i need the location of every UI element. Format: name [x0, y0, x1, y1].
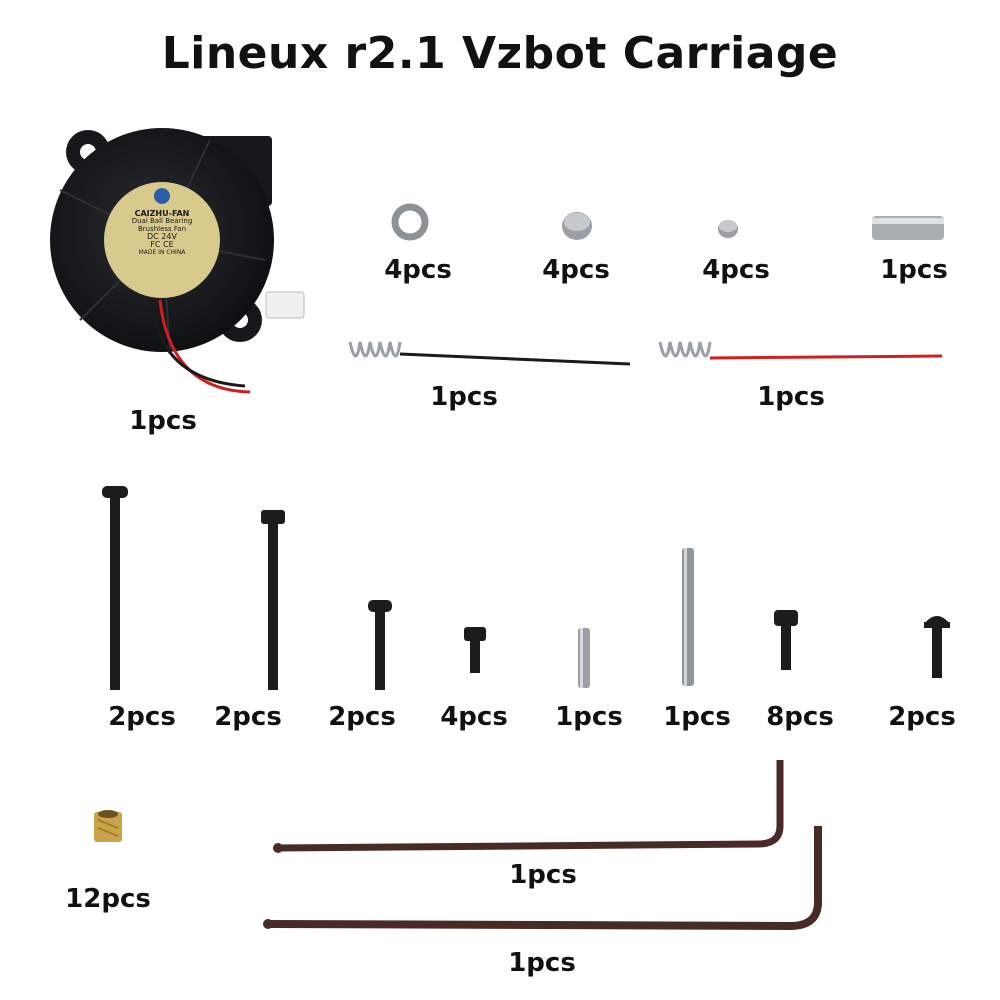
screw-cap-image — [772, 610, 800, 672]
pin-long-quantity: 1pcs — [663, 702, 731, 732]
hex-key-2-image — [262, 822, 828, 934]
sleeve-image — [870, 214, 946, 242]
fan-label-line2: Brushless Fan — [137, 224, 187, 233]
fan-label-line3: DC 24V — [147, 232, 177, 242]
bearing-ring-image — [390, 202, 430, 242]
fan-quantity: 1pcs — [129, 406, 197, 436]
magnet-small-image — [716, 216, 740, 240]
screw-8-quantity: 2pcs — [888, 702, 956, 732]
screw-4-quantity: 4pcs — [440, 702, 508, 732]
screw-short-image — [462, 627, 488, 675]
page-title: Lineux r2.1 Vzbot Carriage — [161, 28, 839, 79]
blower-fan-image: CAIZHU-FAN Dual Ball Bearing Brushless F… — [40, 128, 340, 410]
screw-3-quantity: 2pcs — [328, 702, 396, 732]
screw-1-quantity: 2pcs — [108, 702, 176, 732]
fan-label-line5: MADE IN CHINA — [138, 248, 186, 256]
screw-long-2-image — [259, 510, 287, 692]
fan-label-text: CAIZHU-FAN Dual Ball Bearing Brushless F… — [122, 209, 202, 256]
dowel-pin-long-image — [680, 548, 696, 688]
hex-key-1-image — [272, 756, 792, 856]
spring-black-wire-image — [344, 334, 634, 374]
spring-red-wire-image — [656, 334, 946, 374]
screw-medium-image — [366, 600, 394, 692]
hex-key-1-quantity: 1pcs — [509, 860, 577, 890]
fan-label-line4: FC CE — [150, 240, 174, 250]
pin-short-quantity: 1pcs — [555, 702, 623, 732]
brass-insert-image — [92, 808, 124, 844]
magnet-small-quantity: 4pcs — [702, 255, 770, 285]
dowel-pin-short-image — [576, 628, 592, 690]
hex-key-2-quantity: 1pcs — [508, 948, 576, 978]
fan-label-line1: Dual Ball Bearing — [131, 217, 193, 226]
insert-quantity: 12pcs — [65, 884, 151, 914]
magnet-large-image — [560, 208, 594, 242]
spring-red-quantity: 1pcs — [757, 382, 825, 412]
fan-brand: CAIZHU-FAN — [134, 209, 190, 218]
sleeve-quantity: 1pcs — [880, 255, 948, 285]
magnet-large-quantity: 4pcs — [542, 255, 610, 285]
screw-2-quantity: 2pcs — [214, 702, 282, 732]
screw-7-quantity: 8pcs — [766, 702, 834, 732]
screw-button-head-image — [922, 612, 952, 680]
bearing-ring-quantity: 4pcs — [384, 255, 452, 285]
screw-long-1-image — [100, 486, 130, 692]
spring-black-quantity: 1pcs — [430, 382, 498, 412]
